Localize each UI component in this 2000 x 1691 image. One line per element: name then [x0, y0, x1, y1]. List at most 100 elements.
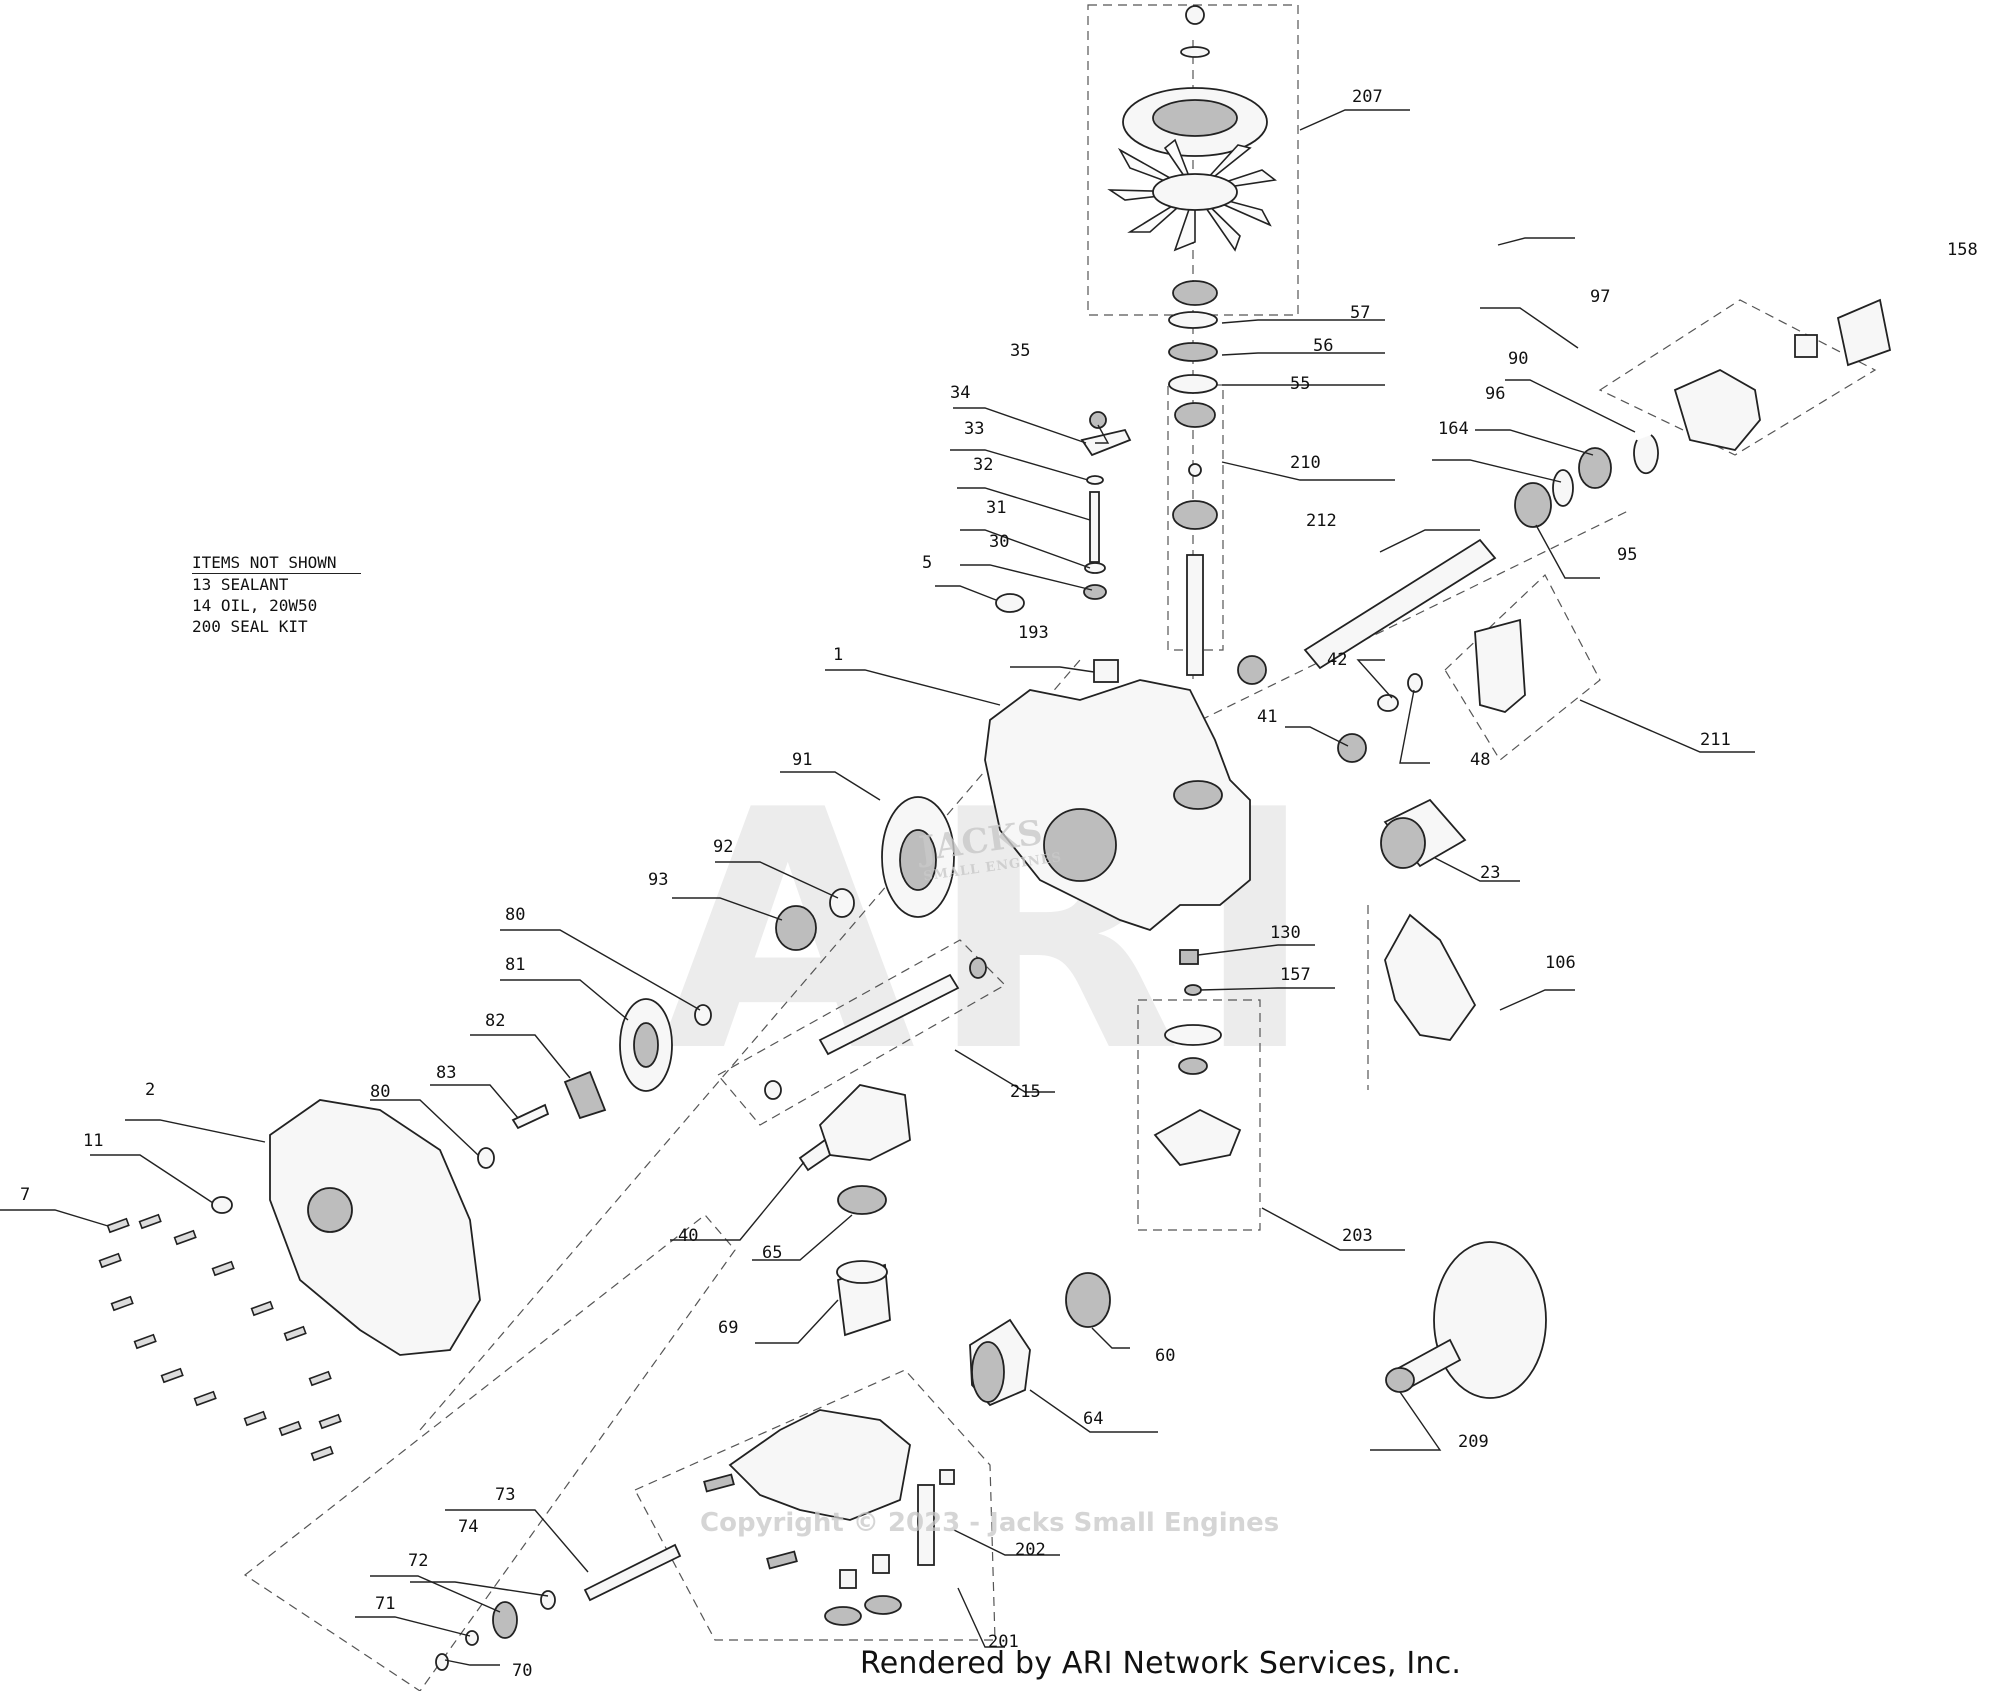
washer-92: [829, 888, 855, 918]
callout-71: 71: [375, 1594, 395, 1614]
callout-95: 95: [1617, 545, 1637, 565]
check-valve-201b: [872, 1554, 890, 1574]
callout-55: 55: [1290, 374, 1310, 394]
pulley-fan-assembly-207: [1107, 5, 1277, 306]
seal-201a: [824, 1606, 862, 1626]
callout-1: 1: [833, 645, 843, 665]
bearing-65: [837, 1185, 887, 1215]
group-box-203: [1137, 999, 1261, 1231]
callout-32: 32: [973, 455, 993, 475]
shaft-215: [818, 973, 960, 1056]
callout-80-lower: 80: [370, 1082, 390, 1102]
callout-207: 207: [1352, 87, 1383, 107]
cap-5: [995, 593, 1025, 613]
callout-210: 210: [1290, 453, 1321, 473]
callout-57: 57: [1350, 303, 1370, 323]
seal-31: [1084, 562, 1106, 574]
callout-93: 93: [648, 870, 668, 890]
washer-215: [764, 1080, 782, 1100]
bolt-201b: [766, 1550, 798, 1570]
orifice-157: [1184, 984, 1202, 996]
callout-82: 82: [485, 1011, 505, 1031]
callout-41: 41: [1257, 707, 1277, 727]
callout-83: 83: [436, 1063, 456, 1083]
gear-91-hub: [899, 829, 937, 891]
seal-96: [1578, 447, 1612, 489]
callout-97: 97: [1590, 287, 1610, 307]
callout-157: 157: [1280, 965, 1311, 985]
guard-106: [1384, 913, 1477, 1041]
items-not-shown-heading: ITEMS NOT SHOWN: [192, 552, 361, 574]
callout-42: 42: [1327, 650, 1347, 670]
ring-57: [1168, 311, 1218, 329]
callout-70: 70: [512, 1661, 532, 1681]
cylinder-block-69-top: [836, 1260, 888, 1284]
callout-73: 73: [495, 1485, 515, 1505]
shaft-32: [1089, 491, 1100, 563]
snap-ring-90: [1633, 434, 1659, 475]
swashplate-40-trunnion: [798, 1138, 832, 1172]
housing-bore: [1043, 808, 1117, 882]
callout-34: 34: [950, 383, 970, 403]
callout-7: 7: [20, 1185, 30, 1205]
group-box-215: [717, 939, 1006, 1126]
plug-193: [1093, 659, 1119, 683]
callout-23: 23: [1480, 863, 1500, 883]
bearing-95: [1514, 482, 1552, 528]
callout-90: 90: [1508, 349, 1528, 369]
callout-106: 106: [1545, 953, 1576, 973]
washer-33: [1086, 475, 1104, 485]
gear-81-hub: [633, 1022, 659, 1068]
washer-70: [435, 1653, 449, 1671]
note-row: 200 SEAL KIT: [192, 617, 308, 636]
housing-port: [1173, 780, 1223, 810]
flange-209: [1433, 1241, 1547, 1399]
rotor-203: [1178, 1057, 1208, 1075]
washer-56: [1168, 342, 1218, 362]
leader-lines: [0, 109, 1755, 1666]
callout-215: 215: [1010, 1082, 1041, 1102]
washer-80b: [477, 1147, 495, 1169]
render-credit: Rendered by ARI Network Services, Inc.: [860, 1646, 1462, 1681]
bearing-93: [775, 905, 817, 951]
group-box-201: [634, 1369, 996, 1641]
seal-201b: [864, 1595, 902, 1615]
main-axis: [419, 659, 1081, 1431]
hub-97: [1673, 368, 1761, 451]
callout-96: 96: [1485, 384, 1505, 404]
washer-48: [1407, 673, 1423, 693]
center-section-201: [728, 1409, 911, 1521]
bearing-215: [969, 957, 987, 979]
seal-30: [1083, 584, 1107, 600]
input-shaft-210: [1172, 402, 1218, 676]
cross-axis: [1159, 509, 1631, 741]
filter-23-face: [1380, 817, 1426, 869]
cover-2: [269, 1099, 481, 1356]
washer-74: [540, 1590, 556, 1610]
callout-212: 212: [1306, 511, 1337, 531]
callout-30: 30: [989, 532, 1009, 552]
callout-202: 202: [1015, 1540, 1046, 1560]
callout-31: 31: [986, 498, 1006, 518]
callout-35: 35: [1010, 341, 1030, 361]
callout-48: 48: [1470, 750, 1490, 770]
plug-130: [1179, 949, 1199, 965]
copyright-watermark: Copyright © 2023 - Jacks Small Engines: [700, 1508, 1280, 1538]
callout-158: 158: [1947, 240, 1978, 260]
callout-2: 2: [145, 1080, 155, 1100]
callout-74: 74: [458, 1517, 478, 1537]
callout-209: 209: [1458, 1432, 1489, 1452]
callout-80-upper: 80: [505, 905, 525, 925]
callout-91: 91: [792, 750, 812, 770]
ring-203: [1164, 1024, 1222, 1046]
callout-5: 5: [922, 553, 932, 573]
callout-56: 56: [1313, 336, 1333, 356]
callout-164: 164: [1438, 419, 1469, 439]
callout-201: 201: [988, 1632, 1019, 1652]
callout-92: 92: [713, 837, 733, 857]
callout-33: 33: [964, 419, 984, 439]
pin-83: [511, 1103, 550, 1130]
callout-labels: 207 57 56 55 210 212 158 97 90 96 164 95…: [20, 87, 1978, 1681]
callout-65: 65: [762, 1243, 782, 1263]
ring-55: [1168, 374, 1218, 394]
